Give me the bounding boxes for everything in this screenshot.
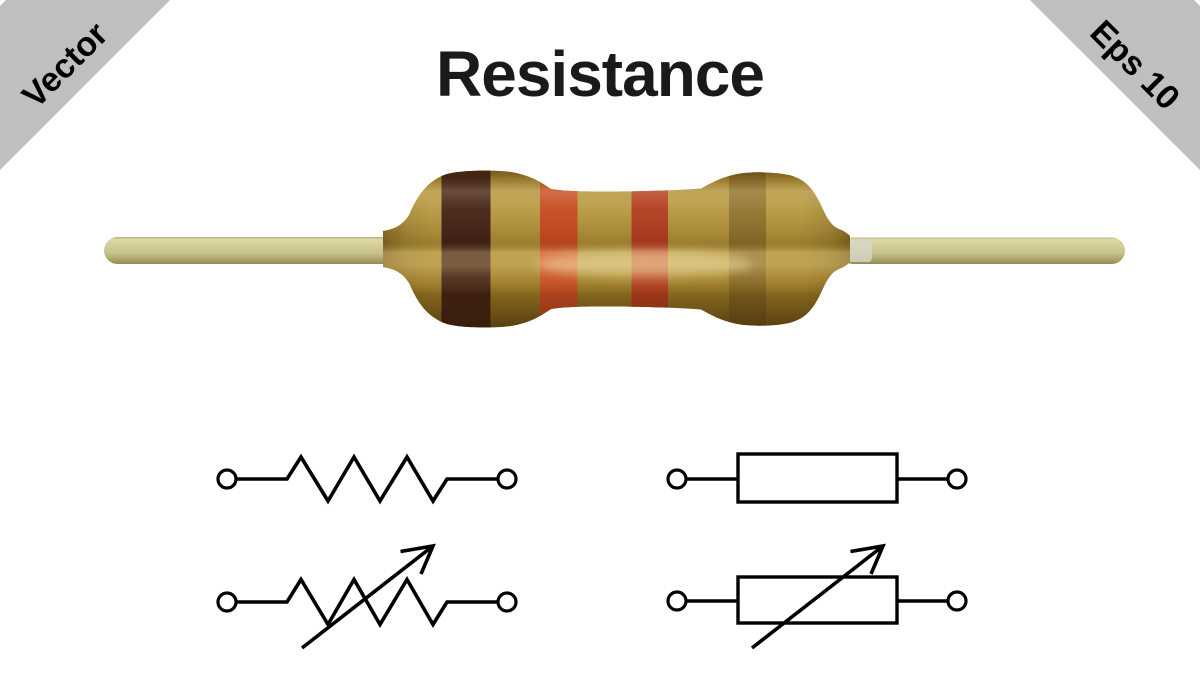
page-title: Resistance: [436, 38, 765, 110]
symbol-fixed-resistor-zigzag: [216, 453, 518, 505]
resistor-sheen: [383, 170, 850, 328]
terminal-icon: [216, 468, 238, 490]
zigzag-resistor-icon: [236, 453, 498, 505]
terminal-icon: [946, 590, 968, 612]
arrow-shaft: [750, 546, 883, 650]
box-resistor-icon: [736, 452, 899, 504]
resistor-lead-junction: [848, 239, 872, 262]
arrow-shaft: [300, 546, 433, 650]
arrow-head-icon: [400, 543, 436, 575]
terminal-icon: [496, 468, 518, 490]
terminal-icon: [666, 590, 688, 612]
terminal-icon: [216, 591, 238, 613]
resistor-highlight: [537, 251, 753, 277]
symbol-variable-resistor-zigzag: [216, 543, 518, 650]
resistor-lead-left: [104, 237, 400, 264]
arrow-head-icon: [850, 543, 886, 575]
terminal-icon: [666, 468, 688, 490]
symbol-fixed-resistor-box: [666, 452, 968, 504]
terminal-icon: [496, 591, 518, 613]
resistor-illustration: [104, 170, 1125, 328]
symbol-variable-resistor-box: [666, 543, 968, 650]
resistor-lead-right: [840, 237, 1125, 264]
terminal-icon: [946, 468, 968, 490]
box-resistor-icon: [736, 575, 899, 625]
zigzag-resistor-icon: [236, 575, 498, 629]
